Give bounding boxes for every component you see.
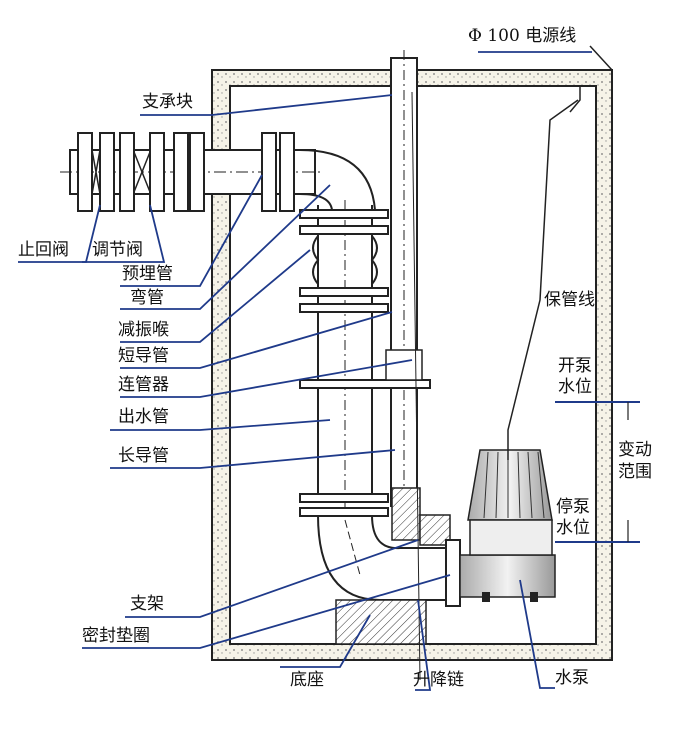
elbow-pipe: [299, 149, 376, 211]
label-power-cable: Φ 100 电源线: [468, 26, 577, 46]
long-guide-pipe: [390, 50, 418, 512]
label-pipe-connector: 连管器: [118, 375, 169, 395]
label-short-guide-pipe: 短导管: [118, 346, 169, 366]
label-stop-level-2: 水位: [556, 518, 590, 538]
label-range-2: 范围: [618, 462, 652, 482]
label-check-valve: 止回阀: [18, 240, 69, 260]
base: [335, 599, 427, 645]
label-regulating-valve: 调节阀: [92, 240, 143, 260]
label-start-level-2: 水位: [558, 377, 592, 397]
label-start-level-1: 开泵: [558, 356, 592, 376]
seal-ring: [445, 539, 461, 607]
label-stop-level-1: 停泵: [556, 497, 590, 517]
outlet-pipe: [312, 200, 378, 510]
water-pump: [459, 449, 556, 602]
label-lifting-chain: 升降链: [413, 670, 464, 690]
label-cable-protection: 保管线: [544, 290, 595, 310]
label-embedded-pipe: 预埋管: [122, 264, 173, 284]
power-cable: [507, 45, 613, 460]
label-seal-ring: 密封垫圈: [82, 626, 150, 646]
check-valve: [77, 132, 115, 212]
bracket: [391, 487, 451, 546]
regulating-valve: [119, 132, 295, 212]
label-long-guide-pipe: 长导管: [118, 446, 169, 466]
label-range-1: 变动: [618, 440, 652, 460]
label-outlet-pipe: 出水管: [118, 407, 169, 427]
water-level-lines: [555, 401, 640, 543]
label-base: 底座: [290, 670, 324, 690]
label-water-pump: 水泵: [555, 668, 589, 688]
label-vibration-damper: 减振喉: [118, 320, 169, 340]
leader-lines: [18, 51, 592, 691]
label-elbow-pipe: 弯管: [130, 288, 164, 308]
label-support-block: 支承块: [142, 92, 193, 112]
pipe-flanges: [299, 209, 389, 517]
label-bracket: 支架: [130, 594, 164, 614]
lifting-chain: [411, 91, 421, 681]
